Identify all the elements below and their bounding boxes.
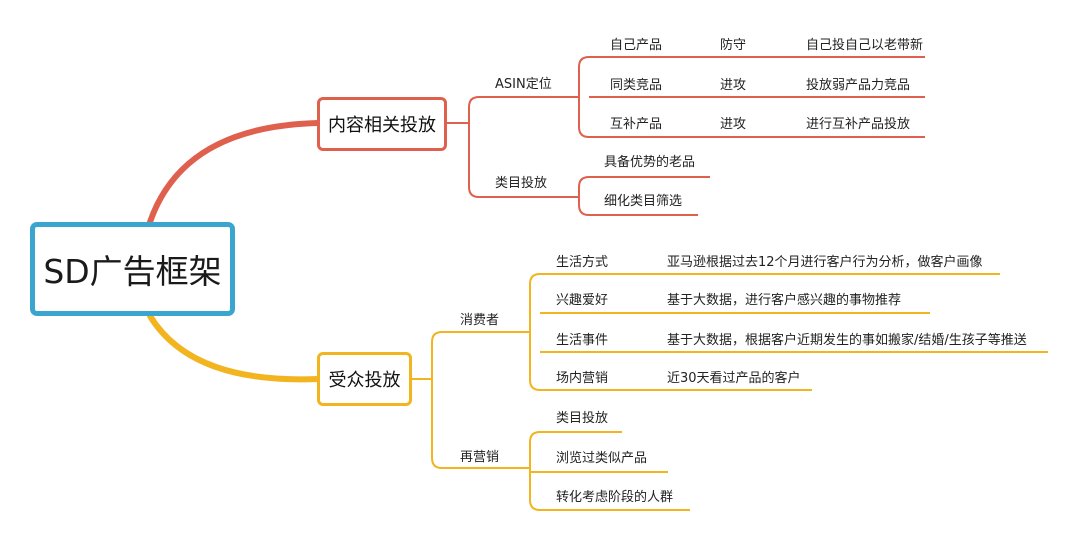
asin-row-2-detail: 投放弱产品力竞品 — [806, 78, 911, 93]
remarketing-item-3: 转化考虑阶段的人群 — [556, 490, 674, 505]
category-item-1: 具备优势的老品 — [604, 155, 696, 170]
asin-row-1-detail: 自己投自己以老带新 — [806, 38, 924, 53]
branch-audience-node: 受众投放 — [317, 352, 412, 406]
consumer-row-1-detail: 亚马逊根据过去12个月进行客户行为分析，做客户画像 — [667, 255, 983, 270]
branch-audience-label: 受众投放 — [328, 370, 401, 391]
category-label: 类目投放 — [495, 176, 548, 191]
consumer-row-2-name: 兴趣爱好 — [556, 293, 609, 308]
connector-category-bracket — [578, 176, 590, 216]
asin-row-1-strategy: 防守 — [720, 38, 747, 53]
remarketing-item-1: 类目投放 — [556, 411, 609, 426]
root-label: SD广告框架 — [43, 252, 222, 291]
branch-content-node: 内容相关投放 — [317, 97, 447, 151]
asin-row-2-strategy: 进攻 — [720, 78, 747, 93]
connector-consumer-bracket — [529, 273, 541, 391]
consumer-row-3-name: 生活事件 — [556, 333, 609, 348]
remarketing-item-2: 浏览过类似产品 — [556, 451, 648, 466]
consumer-row-4-name: 场内营销 — [556, 371, 609, 386]
consumer-row-3-detail: 基于大数据，根据客户近期发生的事如搬家/结婚/生孩子等推送 — [667, 333, 1027, 348]
connector-root-content — [147, 120, 321, 225]
root-node: SD广告框架 — [30, 222, 235, 316]
asin-row-2-product: 同类竞品 — [610, 78, 663, 93]
branch-content-label: 内容相关投放 — [328, 115, 436, 136]
asin-label: ASIN定位 — [495, 77, 552, 92]
category-item-2: 细化类目筛选 — [604, 194, 683, 209]
connector-root-audience — [147, 313, 321, 383]
consumer-row-2-detail: 基于大数据，进行客户感兴趣的事物推荐 — [667, 293, 902, 308]
consumer-row-4-detail: 近30天看过产品的客户 — [667, 371, 801, 386]
consumer-row-1-name: 生活方式 — [556, 255, 609, 270]
connector-content-bracket — [468, 96, 480, 198]
asin-row-1-product: 自己产品 — [610, 38, 663, 53]
connector-asin-bracket — [578, 56, 590, 138]
consumer-label: 消费者 — [460, 313, 500, 328]
asin-row-3-product: 互补产品 — [610, 117, 663, 132]
connector-audience-bracket — [431, 331, 443, 469]
asin-row-3-strategy: 进攻 — [720, 117, 747, 132]
asin-row-3-detail: 进行互补产品投放 — [806, 117, 911, 132]
remarketing-label: 再营销 — [460, 450, 500, 465]
